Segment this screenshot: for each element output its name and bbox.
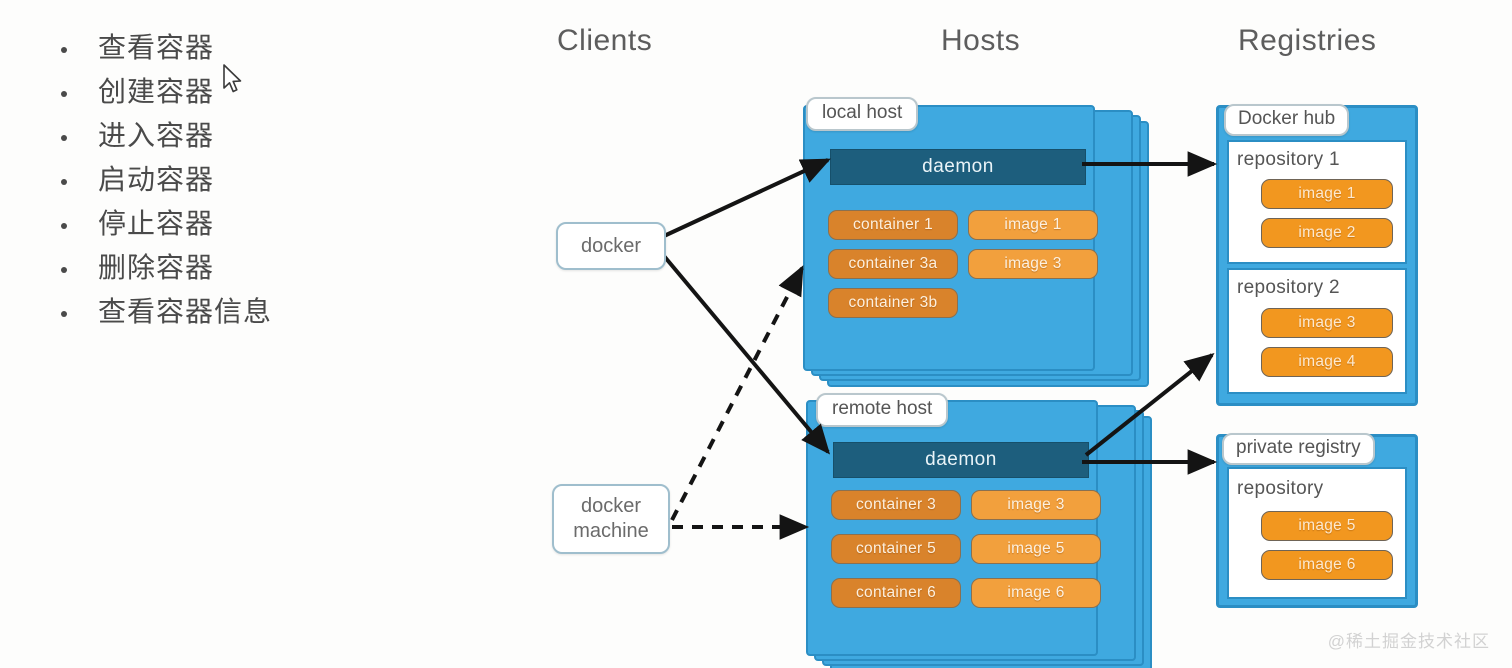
repository-title: repository 1 <box>1237 149 1340 170</box>
registry-label-docker-hub: Docker hub <box>1224 104 1350 136</box>
pill-image: image 5 <box>971 534 1101 564</box>
list-item: 进入容器 <box>48 114 468 158</box>
list-item: 停止容器 <box>48 202 468 246</box>
client-docker-machine[interactable]: docker machine <box>552 484 670 554</box>
registry-label-private: private registry <box>1222 433 1375 465</box>
client-docker-machine-label-line2: machine <box>573 520 649 542</box>
pill-container: container 6 <box>831 578 961 608</box>
host-card-local[interactable]: daemon container 1 container 3a containe… <box>803 105 1149 387</box>
pill-image: image 6 <box>1261 550 1393 580</box>
list-item: 删除容器 <box>48 246 468 290</box>
pill-image: image 1 <box>1261 179 1393 209</box>
pill-container: container 5 <box>831 534 961 564</box>
host-card-body-remote: daemon container 3 container 5 container… <box>806 400 1101 656</box>
column-heading-clients: Clients <box>557 24 653 57</box>
list-item-label: 查看容器信息 <box>98 296 273 327</box>
repository-title: repository 2 <box>1237 277 1340 298</box>
host-label-remote: remote host <box>816 393 949 427</box>
pill-container: container 3 <box>831 490 961 520</box>
pill-image: image 3 <box>971 490 1101 520</box>
daemon-bar-remote: daemon <box>833 442 1089 478</box>
watermark: @稀土掘金技术社区 <box>1327 632 1490 651</box>
repository-box: repository image 5 image 6 <box>1227 467 1407 599</box>
list-item-label: 创建容器 <box>98 76 215 107</box>
pill-container: container 1 <box>828 210 958 240</box>
host-label-local: local host <box>806 97 919 131</box>
pill-image: image 1 <box>968 210 1098 240</box>
pill-image: image 6 <box>971 578 1101 608</box>
list-item: 启动容器 <box>48 158 468 202</box>
host-card-remote[interactable]: daemon container 3 container 5 container… <box>806 400 1152 668</box>
pill-container: container 3a <box>828 249 958 279</box>
list-item-label: 进入容器 <box>98 120 215 151</box>
repository-box: repository 1 image 1 image 2 <box>1227 140 1407 264</box>
operations-bullet-list: 查看容器 创建容器 进入容器 启动容器 停止容器 删除容器 查看容器信息 <box>48 26 468 334</box>
pill-image: image 3 <box>968 249 1098 279</box>
daemon-bar-local: daemon <box>830 149 1086 185</box>
list-item-label: 删除容器 <box>98 252 215 283</box>
pill-image: image 2 <box>1261 218 1393 248</box>
list-item-label: 停止容器 <box>98 208 215 239</box>
list-item-label: 查看容器 <box>98 32 215 63</box>
pill-image: image 4 <box>1261 347 1393 377</box>
client-docker[interactable]: docker <box>556 222 666 270</box>
mouse-pointer-icon <box>223 64 242 93</box>
list-item-label: 启动容器 <box>98 164 215 195</box>
registry-docker-hub[interactable]: repository 1 image 1 image 2 repository … <box>1216 105 1418 406</box>
list-item: 查看容器 <box>48 26 468 70</box>
column-heading-hosts: Hosts <box>941 24 1021 57</box>
pill-container: container 3b <box>828 288 958 318</box>
pill-image: image 5 <box>1261 511 1393 541</box>
repository-box: repository 2 image 3 image 4 <box>1227 268 1407 394</box>
arrow-docker-machine-to-local-host <box>670 265 804 521</box>
host-card-body-local: daemon container 1 container 3a containe… <box>803 105 1098 371</box>
pill-image: image 3 <box>1261 308 1393 338</box>
client-docker-label: docker <box>580 234 642 257</box>
list-item: 查看容器信息 <box>48 290 468 334</box>
list-item: 创建容器 <box>48 70 468 114</box>
client-docker-machine-label-line1: docker <box>580 495 642 517</box>
column-heading-registries: Registries <box>1238 24 1377 57</box>
repository-title: repository <box>1237 478 1324 499</box>
